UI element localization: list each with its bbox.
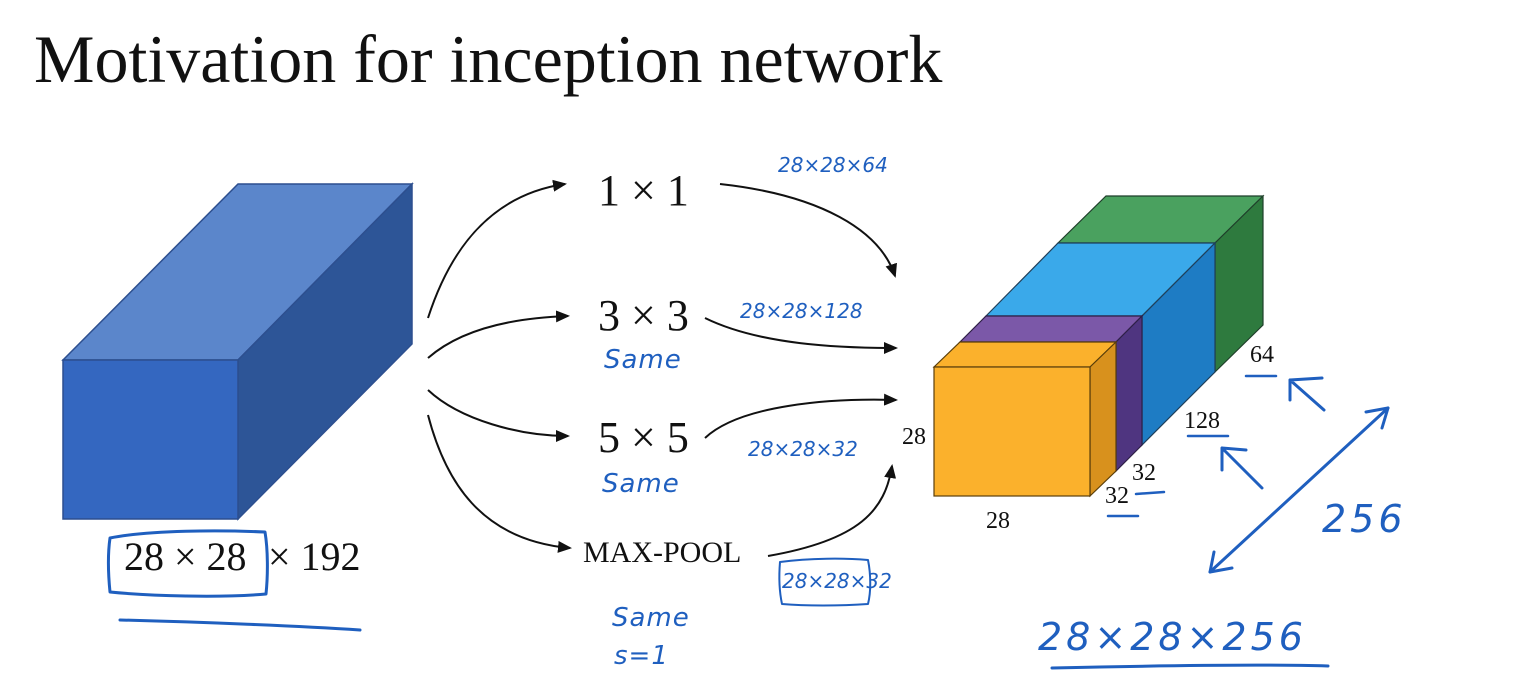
input-volume [61, 182, 414, 521]
op-3x3-same-note: Same [604, 345, 682, 375]
merge-arrows [704, 183, 898, 557]
merge-arrow-3x3 [704, 317, 898, 354]
output-dims-underline [1050, 663, 1330, 670]
op-maxpool-label: MAX-POOL [583, 536, 741, 569]
op-maxpool-same-note: Same [612, 603, 690, 633]
op-3x3-label: 3 × 3 [598, 291, 689, 340]
input-dims-depth-text: × 192 [268, 534, 361, 579]
purple-block-side [1115, 314, 1143, 473]
op-5x5-output-annotation: 28×28×32 [748, 437, 858, 461]
output-height-label: 28 [902, 424, 926, 450]
output-dims-handwritten: 28×28×256 [1038, 615, 1307, 659]
output-volume [932, 194, 1265, 498]
branch-arrows [427, 179, 572, 553]
merge-arrow-maxpool [767, 464, 897, 557]
input-dims-boxed-text: 28 × 28 [124, 534, 247, 579]
slide-title: Motivation for inception network [34, 21, 942, 97]
underline-32b [1134, 490, 1166, 496]
maxpool-annotation-hand-box [778, 557, 872, 607]
orange-block-top [932, 341, 1118, 368]
pointer-arrow-128 [1220, 446, 1264, 490]
double-arrow-head-top [1364, 406, 1390, 430]
total-channels-handwritten: 256 [1322, 497, 1407, 541]
op-1x1-output-annotation: 28×28×64 [778, 153, 888, 177]
op-1x1-label: 1 × 1 [598, 166, 689, 215]
pointer-arrow-64 [1288, 376, 1326, 412]
branch-arrow-1x1 [427, 179, 567, 319]
branch-arrow-maxpool [427, 414, 572, 553]
op-5x5-label: 5 × 5 [598, 413, 689, 462]
double-arrow-head-bottom [1208, 550, 1234, 574]
input-volume-front [62, 359, 239, 520]
op-3x3-output-annotation: 28×28×128 [740, 299, 863, 323]
output-depth-label-64: 64 [1250, 342, 1274, 368]
output-width-label: 28 [986, 508, 1010, 534]
output-depth-label-a: 32 [1105, 483, 1129, 509]
op-5x5-same-note: Same [602, 469, 680, 499]
input-dimension-label: 28 × 28 × 192 [107, 529, 362, 632]
op-maxpool-stride-note: s=1 [614, 641, 669, 671]
op-maxpool-output-annotation: 28×28×32 [782, 569, 892, 593]
total-depth-annotation [1208, 406, 1390, 574]
merge-arrow-1x1 [719, 183, 897, 278]
input-dims-hand-box [107, 529, 269, 598]
merge-arrow-5x5 [704, 393, 898, 439]
double-arrow-line [1208, 406, 1390, 574]
output-depth-label-128: 128 [1184, 408, 1220, 434]
orange-block-front [933, 366, 1091, 497]
branch-arrow-3x3 [427, 310, 570, 359]
orange-block-side [1089, 340, 1117, 498]
output-depth-label-b: 32 [1132, 460, 1156, 486]
input-dims-underline [118, 618, 362, 632]
depth-hand-marks [1106, 374, 1326, 518]
branch-arrow-5x5 [427, 389, 570, 442]
purple-block-top [958, 315, 1144, 343]
